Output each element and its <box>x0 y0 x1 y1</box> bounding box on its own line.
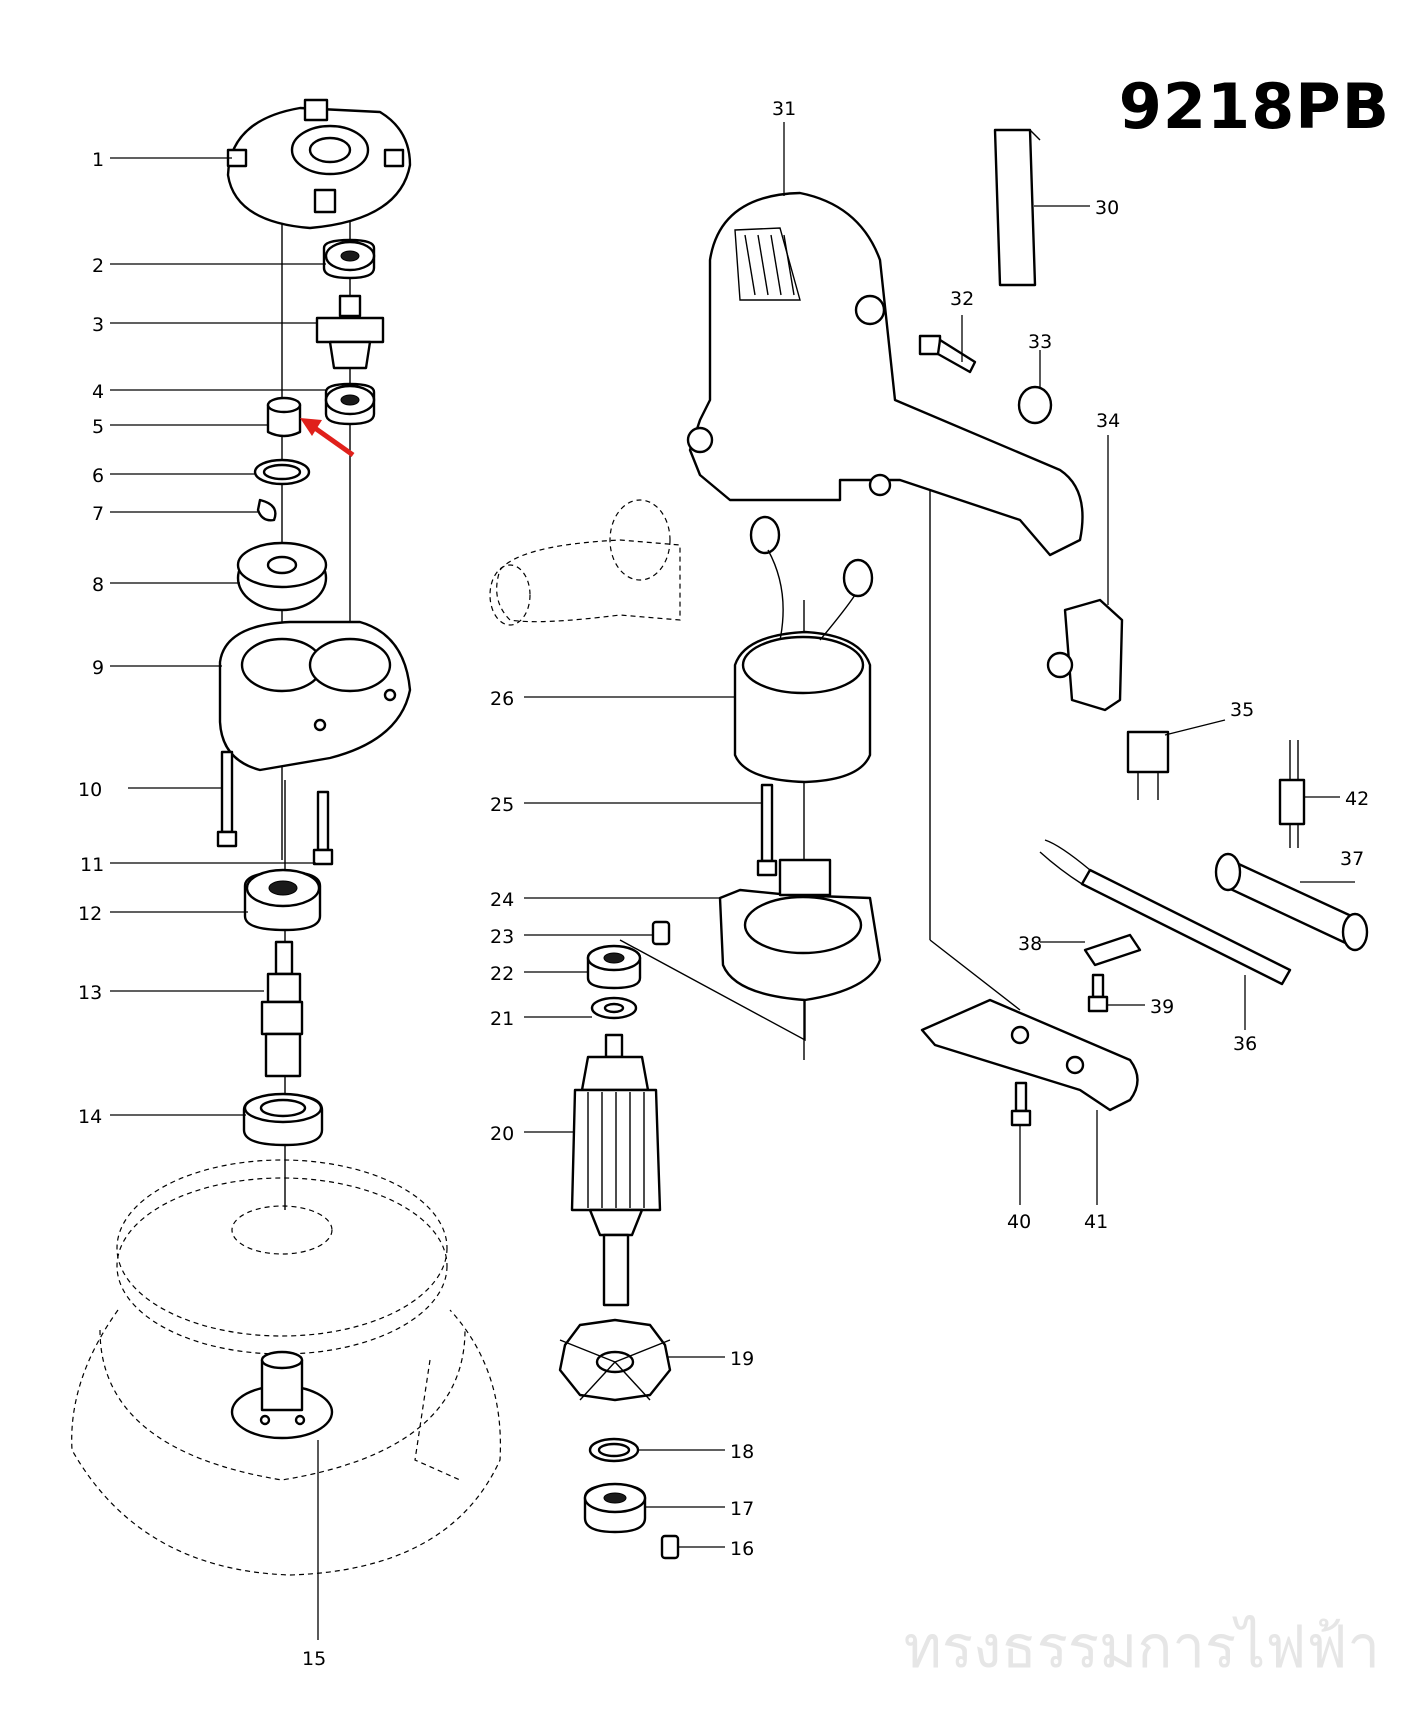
callout-42: 42 <box>1345 788 1369 810</box>
callout-6: 6 <box>92 465 104 487</box>
callout-labels: 1 2 3 4 5 6 7 8 9 10 11 12 13 14 15 16 1… <box>78 98 1369 1670</box>
callout-12: 12 <box>78 903 102 925</box>
part-26-field-coil <box>733 515 874 784</box>
part-16-rubber-pin <box>660 1534 680 1560</box>
callout-22: 22 <box>490 963 514 985</box>
part-5-sleeve <box>266 396 302 438</box>
part-25-screw <box>756 783 778 877</box>
part-18-retaining-ring <box>588 1437 640 1463</box>
callout-9: 9 <box>92 657 104 679</box>
part-38-cord-clamp <box>1083 933 1142 967</box>
part-21-insulation-washer <box>590 996 638 1020</box>
part-41-handle-cover <box>920 998 1139 1112</box>
part-13-spindle <box>260 940 304 1078</box>
part-23-rubber-pin <box>651 920 671 946</box>
part-7-key <box>256 498 277 522</box>
part-17-ball-bearing <box>583 1482 647 1534</box>
callout-5: 5 <box>92 416 104 438</box>
part-15-inner-flange <box>230 1350 334 1440</box>
part-42-connector <box>1278 740 1306 848</box>
callout-39: 39 <box>1150 996 1174 1018</box>
watermark: ทรงธรรมการไฟฟ้า <box>903 1613 1380 1681</box>
callout-32: 32 <box>950 288 974 310</box>
part-3-bevel-gear <box>315 294 385 370</box>
part-34-switch <box>1046 598 1124 712</box>
callout-24: 24 <box>490 889 514 911</box>
part-11-screw <box>312 790 334 866</box>
callout-35: 35 <box>1230 699 1254 721</box>
callout-25: 25 <box>490 794 514 816</box>
part-6-retaining-ring <box>253 458 311 486</box>
part-10-screw <box>216 750 238 848</box>
part-35-suppressor <box>1126 730 1170 800</box>
highlight-arrow <box>300 418 355 458</box>
callout-10: 10 <box>78 779 102 801</box>
callout-11: 11 <box>80 854 104 876</box>
callout-20: 20 <box>490 1123 514 1145</box>
callout-16: 16 <box>730 1538 754 1560</box>
callout-1: 1 <box>92 149 104 171</box>
callout-18: 18 <box>730 1441 754 1463</box>
callout-15: 15 <box>302 1648 326 1670</box>
callout-23: 23 <box>490 926 514 948</box>
part-39-screw <box>1087 973 1109 1013</box>
callout-8: 8 <box>92 574 104 596</box>
callout-21: 21 <box>490 1008 514 1030</box>
callout-3: 3 <box>92 314 104 336</box>
part-31-motor-housing <box>686 191 1084 557</box>
callout-19: 19 <box>730 1348 754 1370</box>
callout-14: 14 <box>78 1106 102 1128</box>
part-32-lock-pin <box>918 334 977 374</box>
part-1-gear-cover <box>226 98 412 230</box>
callout-38: 38 <box>1018 933 1042 955</box>
part-20-armature <box>570 1033 662 1307</box>
part-2-ball-bearing <box>322 238 376 280</box>
callout-7: 7 <box>92 503 104 525</box>
callout-13: 13 <box>78 982 102 1004</box>
part-8-bevel-gear <box>236 541 328 612</box>
side-handle-outline <box>489 499 681 626</box>
part-4-ball-bearing <box>324 382 376 426</box>
callout-37: 37 <box>1340 848 1364 870</box>
callout-41: 41 <box>1084 1211 1108 1233</box>
callout-26: 26 <box>490 688 514 710</box>
callout-2: 2 <box>92 255 104 277</box>
callout-leaders <box>110 122 1355 1640</box>
part-36-power-cord <box>1039 839 1292 986</box>
callout-4: 4 <box>92 381 104 403</box>
part-19-fan <box>558 1318 672 1402</box>
part-22-ball-bearing <box>586 944 642 990</box>
part-12-ball-bearing <box>243 868 322 932</box>
part-24-baffle-plate <box>718 858 882 1002</box>
model-number: 9218PB <box>1118 70 1390 143</box>
part-40-screw <box>1010 1081 1032 1127</box>
callout-30: 30 <box>1095 197 1119 219</box>
callout-36: 36 <box>1233 1033 1257 1055</box>
callout-17: 17 <box>730 1498 754 1520</box>
part-14-labyrinth-ring <box>242 1092 324 1147</box>
callout-31: 31 <box>772 98 796 120</box>
dashed-pad-outline <box>71 1159 502 1576</box>
part-33-cap <box>1017 385 1053 425</box>
callout-34: 34 <box>1096 410 1120 432</box>
callout-33: 33 <box>1028 331 1052 353</box>
part-30-name-plate <box>993 128 1041 287</box>
part-37-strain-relief <box>1214 852 1369 952</box>
callout-40: 40 <box>1007 1211 1031 1233</box>
part-9-bearing-box <box>218 620 412 772</box>
